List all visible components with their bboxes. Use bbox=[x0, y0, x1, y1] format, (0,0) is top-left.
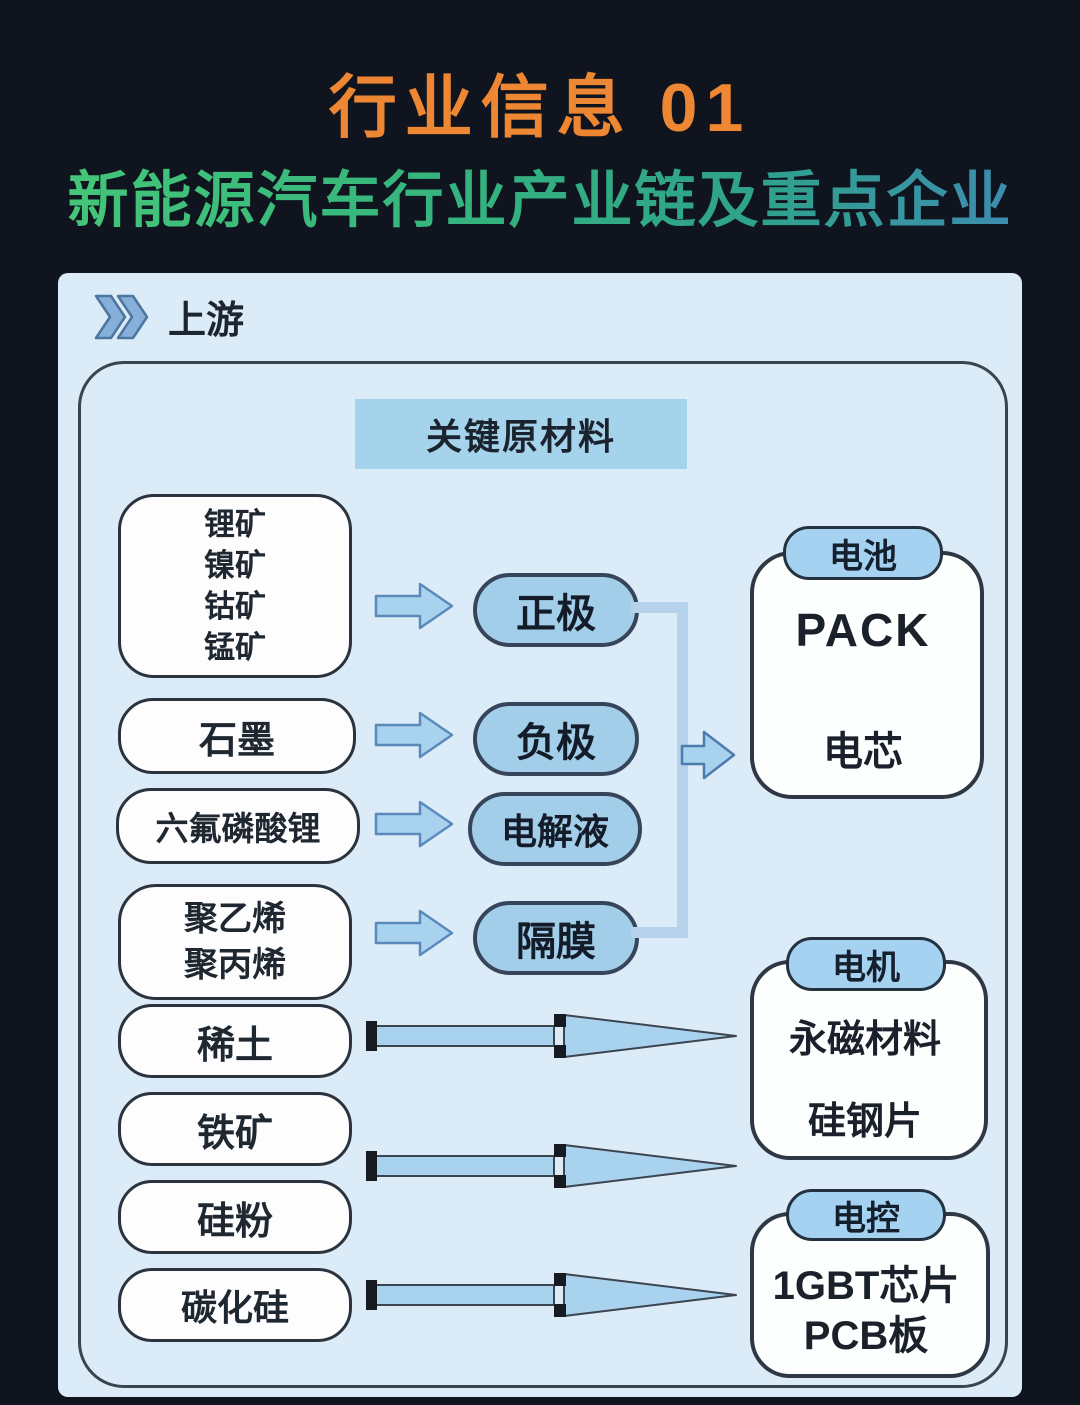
material-box-silicon-carbide: 碳化硅 bbox=[118, 1268, 352, 1342]
component-pill-cathode: 正极 bbox=[473, 573, 639, 647]
battery-box bbox=[750, 551, 984, 799]
flow-arrow-icon bbox=[374, 800, 454, 848]
motor-box bbox=[750, 960, 988, 1160]
material-line: 聚丙烯 bbox=[184, 946, 286, 984]
stage-label: 上游 bbox=[168, 300, 245, 342]
motor-label: 电机 bbox=[786, 937, 946, 991]
material-box-polymers: 聚乙烯 聚丙烯 bbox=[118, 884, 352, 1000]
control-box bbox=[750, 1212, 990, 1378]
component-pill-electrolyte: 电解液 bbox=[468, 792, 642, 866]
key-materials-header: 关键原材料 bbox=[355, 399, 687, 469]
component-pill-separator: 隔膜 bbox=[473, 901, 639, 975]
material-line: 锂矿 bbox=[204, 507, 266, 542]
flow-arrow-icon bbox=[374, 909, 454, 957]
material-line: 聚乙烯 bbox=[184, 900, 286, 938]
flow-arrow-icon bbox=[374, 711, 454, 759]
material-box-rare-earth: 稀土 bbox=[118, 1004, 352, 1078]
double-chevron-icon bbox=[94, 294, 149, 339]
long-arrow-icon bbox=[366, 1144, 737, 1188]
material-line: 稀土 bbox=[196, 1024, 273, 1067]
page-subtitle: 新能源汽车行业产业链及重点企业 bbox=[0, 150, 1080, 239]
material-box-lipf6: 六氟磷酸锂 bbox=[116, 788, 360, 864]
material-box-iron-ore: 铁矿 bbox=[118, 1092, 352, 1166]
battery-item-cell: 电芯 bbox=[823, 730, 903, 774]
merge-bracket-vertical bbox=[677, 602, 688, 938]
upstream-panel: 上游 关键原材料 锂矿 镍矿 钴矿 锰矿 石墨 六氟磷酸锂 聚乙烯 聚丙烯 稀土… bbox=[58, 273, 1022, 1397]
material-line: 钴矿 bbox=[204, 589, 266, 624]
control-label: 电控 bbox=[786, 1189, 946, 1241]
merge-arrow-icon bbox=[680, 730, 736, 780]
merge-bracket-bottom bbox=[631, 927, 681, 938]
material-line: 锰矿 bbox=[204, 630, 266, 665]
battery-label: 电池 bbox=[783, 526, 943, 580]
control-item-pcb: PCB板 bbox=[803, 1314, 929, 1358]
battery-item-pack: PACK bbox=[795, 604, 931, 656]
material-box-ores: 锂矿 镍矿 钴矿 锰矿 bbox=[118, 494, 352, 678]
material-line: 铁矿 bbox=[196, 1112, 273, 1155]
stage-header: 上游 bbox=[94, 289, 244, 344]
page-title: 行业信息 01 bbox=[328, 70, 752, 146]
component-pill-anode: 负极 bbox=[473, 702, 639, 776]
motor-item-magnet: 永磁材料 bbox=[788, 1019, 941, 1061]
material-line: 硅粉 bbox=[196, 1200, 273, 1243]
material-box-silicon-powder: 硅粉 bbox=[118, 1180, 352, 1254]
motor-item-silicon-steel: 硅钢片 bbox=[807, 1101, 922, 1143]
control-item-igbt: 1GBT芯片 bbox=[772, 1264, 960, 1308]
material-box-graphite: 石墨 bbox=[118, 698, 356, 774]
material-line: 镍矿 bbox=[204, 548, 266, 583]
long-arrow-icon bbox=[366, 1014, 737, 1058]
material-line: 石墨 bbox=[198, 719, 275, 762]
flow-arrow-icon bbox=[374, 582, 454, 630]
long-arrow-icon bbox=[366, 1273, 737, 1317]
merge-bracket-top bbox=[631, 602, 681, 613]
diagram-container bbox=[78, 361, 1008, 1388]
material-line: 六氟磷酸锂 bbox=[155, 810, 321, 847]
material-line: 碳化硅 bbox=[180, 1287, 289, 1328]
